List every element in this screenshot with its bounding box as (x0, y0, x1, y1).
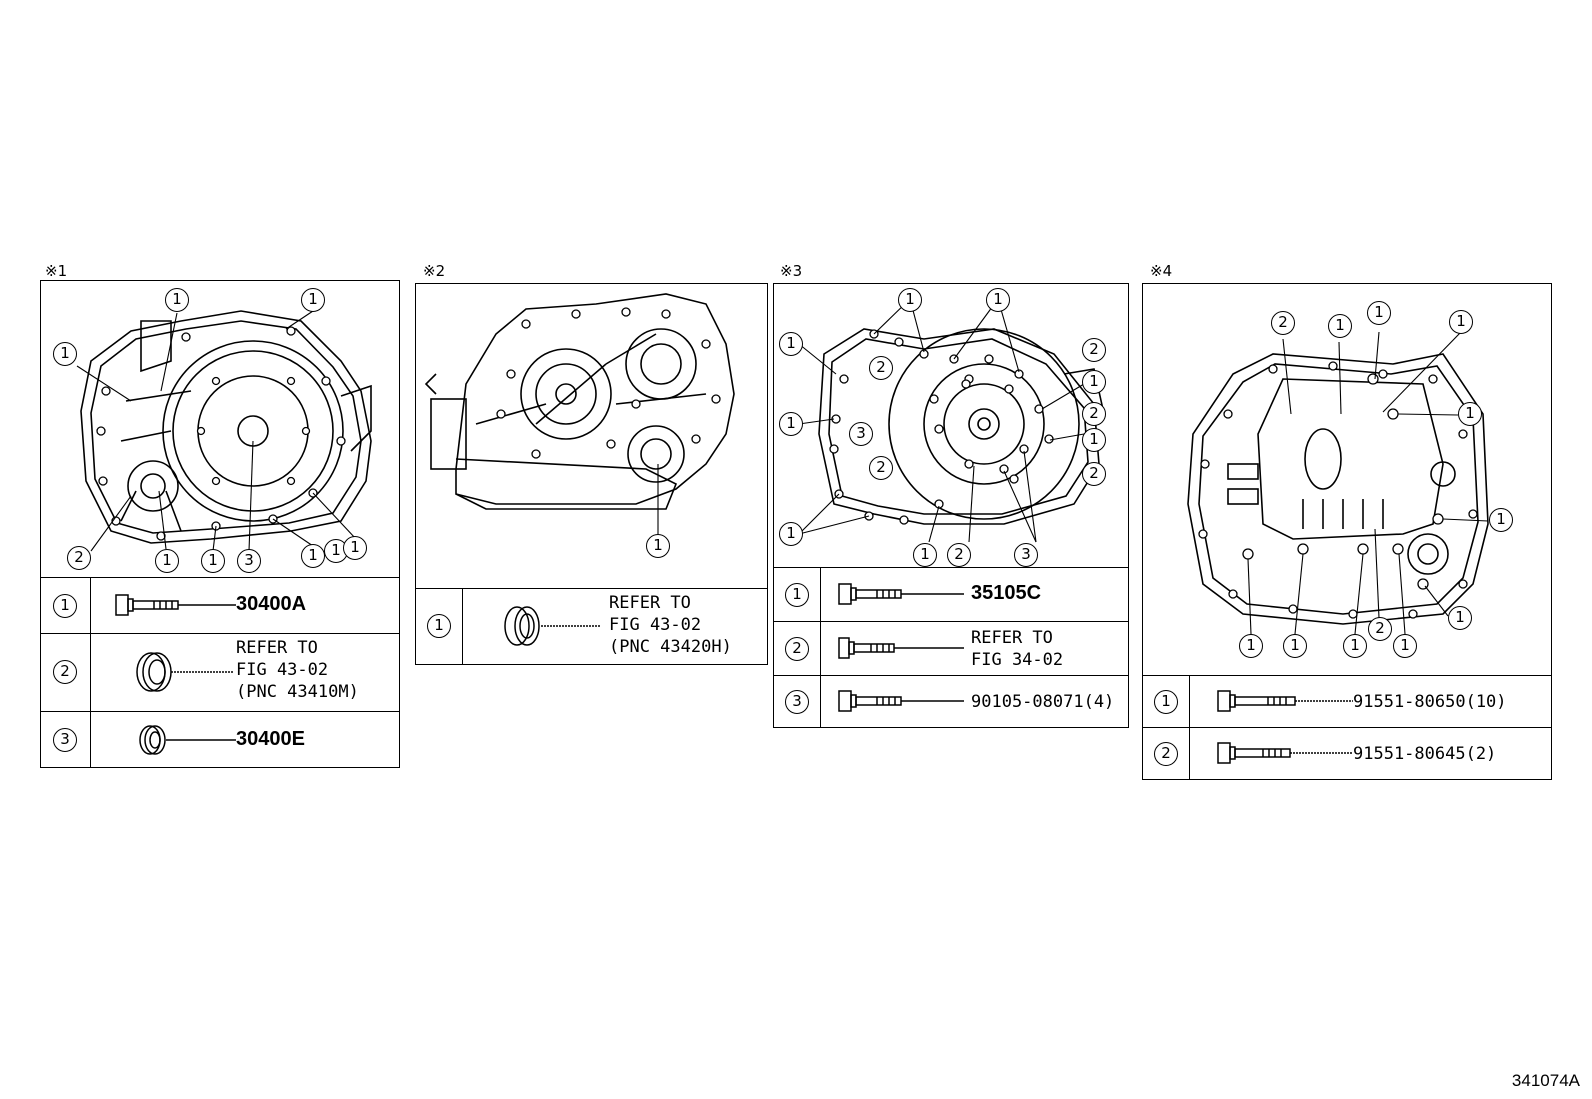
callout-2: 2 (947, 543, 971, 567)
refer-line: (PNC 43410M) (236, 682, 359, 702)
table-row: 2 REFER TO FIG 34-02 (774, 621, 1128, 675)
parts-table-1: 1 30400A 2 (41, 577, 399, 767)
table-row: 1 30400A (41, 577, 399, 633)
parts-table-4: 1 91551-80650(10) 2 (1143, 675, 1551, 779)
callout-1: 1 (986, 288, 1010, 312)
panel-1-tag: ※1 (45, 262, 68, 280)
row-num: 1 (785, 583, 809, 607)
part-number: 35105C (971, 582, 1042, 604)
row-num: 1 (427, 614, 451, 638)
callout-3: 3 (849, 422, 873, 446)
flange-bolt-icon (838, 583, 964, 605)
oil-seal-small-icon (139, 725, 236, 755)
callout-1: 1 (1082, 370, 1106, 394)
callout-3: 3 (1014, 543, 1038, 567)
panel-3-tag: ※3 (780, 262, 803, 280)
callout-1: 1 (1239, 634, 1263, 658)
part-number: 91551-80650(10) (1353, 692, 1507, 712)
callout-2: 2 (1271, 311, 1295, 335)
callout-1: 1 (898, 288, 922, 312)
figure-id: 341074A (1511, 1071, 1580, 1090)
refer-line: REFER TO (236, 638, 318, 658)
callout-1: 1 (779, 522, 803, 546)
oil-seal-icon (136, 652, 233, 692)
flange-bolt-icon (115, 594, 236, 616)
oil-pan-drawing (1187, 331, 1489, 635)
table-row: 1 REFER TO FIG 43-02 (PNC 43420H) (416, 588, 767, 664)
row-num: 2 (1154, 742, 1178, 766)
callout-1: 1 (343, 536, 367, 560)
callout-1: 1 (1343, 634, 1367, 658)
transaxle-case-drawing (798, 298, 1105, 543)
refer-line: (PNC 43420H) (609, 637, 732, 657)
refer-line: REFER TO (971, 628, 1053, 648)
callout-3: 3 (237, 549, 261, 573)
callout-1: 1 (1489, 508, 1513, 532)
table-row: 3 90105-08071(4) (774, 675, 1128, 727)
part-number: 91551-80645(2) (1353, 744, 1497, 764)
part-number: 30400A (236, 593, 307, 615)
panel-1: 1 1 1 1 2 1 1 3 1 1 1 30400A 2 (40, 280, 400, 768)
callout-1: 1 (301, 544, 325, 568)
callout-1: 1 (1283, 634, 1307, 658)
flange-bolt-icon (1217, 690, 1353, 712)
callout-1: 1 (1458, 402, 1482, 426)
callout-1: 1 (155, 549, 179, 573)
callout-1: 1 (201, 549, 225, 573)
flange-bolt-icon (838, 690, 964, 712)
refer-line: REFER TO (609, 593, 691, 613)
callout-1: 1 (301, 288, 325, 312)
callout-1: 1 (646, 534, 670, 558)
flange-bolt-icon (838, 637, 964, 659)
row-num: 3 (53, 728, 77, 752)
callout-2: 2 (67, 546, 91, 570)
table-row: 1 35105C (774, 567, 1128, 621)
refer-line: FIG 43-02 (236, 660, 329, 680)
flange-bolt-icon (1217, 742, 1353, 764)
transaxle-front-drawing (76, 310, 372, 552)
refer-line: FIG 34-02 (971, 650, 1064, 670)
refer-line: FIG 43-02 (609, 615, 702, 635)
callout-1: 1 (165, 288, 189, 312)
part-number: 30400E (236, 728, 305, 750)
row-num: 2 (53, 660, 77, 684)
callout-1: 1 (779, 412, 803, 436)
callout-2: 2 (1082, 462, 1106, 486)
callout-2: 2 (869, 456, 893, 480)
table-row: 2 REFER TO FIG 43-02 (PNC 43410M) (41, 633, 399, 711)
panel-2-tag: ※2 (423, 262, 446, 280)
part-number: 90105-08071(4) (971, 692, 1115, 712)
panel-2: 1 1 REFER TO FIG 43-02 (PNC 43420H) (415, 283, 768, 665)
row-num: 1 (1154, 690, 1178, 714)
table-row: 1 91551-80650(10) (1143, 675, 1551, 727)
callout-2: 2 (1082, 402, 1106, 426)
callout-1: 1 (1328, 314, 1352, 338)
panel-4: 2 1 1 1 1 1 1 1 1 2 1 1 1 91551-80650(10… (1142, 283, 1552, 780)
callout-1: 1 (779, 332, 803, 356)
callout-1: 1 (1449, 310, 1473, 334)
parts-table-2: 1 REFER TO FIG 43-02 (PNC 43420H) (416, 588, 767, 664)
parts-table-3: 1 35105C 2 (774, 567, 1128, 727)
table-row: 2 91551-80645(2) (1143, 727, 1551, 779)
row-num: 1 (53, 594, 77, 618)
panel-3: 1 1 1 1 1 2 2 2 1 3 2 1 2 2 1 3 2 1 3510… (773, 283, 1129, 728)
callout-1: 1 (53, 342, 77, 366)
callout-1: 1 (1448, 606, 1472, 630)
table-row: 3 30400E (41, 711, 399, 767)
callout-2: 2 (1368, 617, 1392, 641)
oil-seal-icon (504, 606, 601, 646)
callout-1: 1 (913, 543, 937, 567)
callout-1: 1 (1393, 634, 1417, 658)
row-num: 2 (785, 637, 809, 661)
transaxle-side-drawing (424, 293, 735, 534)
callout-2: 2 (1082, 338, 1106, 362)
row-num: 3 (785, 690, 809, 714)
callout-1: 1 (1367, 301, 1391, 325)
callout-1: 1 (1082, 428, 1106, 452)
callout-2: 2 (869, 356, 893, 380)
panel-4-tag: ※4 (1150, 262, 1173, 280)
